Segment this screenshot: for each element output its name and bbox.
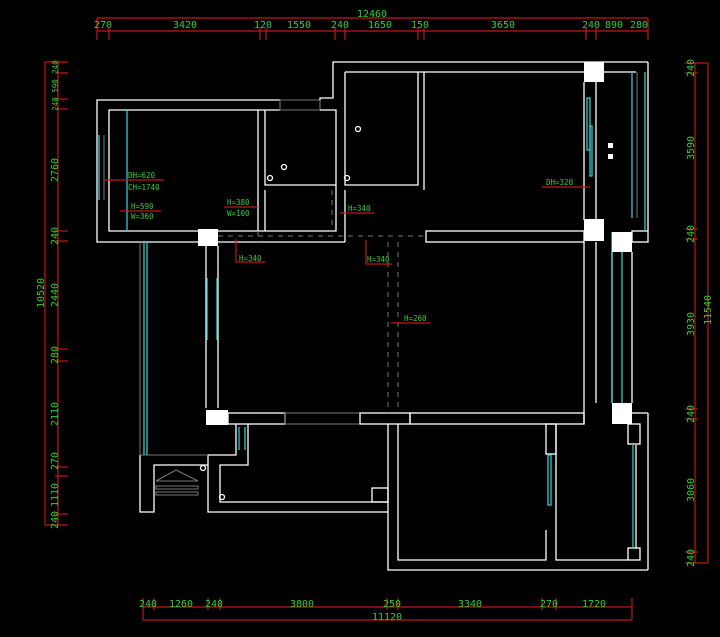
right-dimensions: 11540 240 3590 240 3930 240 3060 240	[685, 59, 714, 567]
dim-label: 1550	[287, 20, 311, 31]
dim-label: 590	[51, 79, 60, 93]
dim-label: 1260	[169, 599, 193, 610]
windows	[98, 72, 646, 548]
annotation: H=340	[348, 204, 371, 213]
dim-top-total: 12460	[357, 9, 387, 20]
annotation: CH=1740	[128, 183, 160, 192]
dim-label: 3930	[686, 312, 697, 336]
dim-label: 240	[51, 60, 60, 74]
dim-label: 280	[50, 346, 61, 364]
columns	[198, 62, 632, 425]
dim-label: 890	[605, 20, 623, 31]
dim-label: 2440	[50, 283, 61, 307]
dim-label: 3800	[290, 599, 314, 610]
top-dimensions: 12460 270 3420 120 1550 240 1650 150 365…	[94, 9, 649, 40]
dim-label: 250	[383, 599, 401, 610]
dim-label: 2110	[50, 402, 61, 426]
annotation: W=360	[131, 212, 154, 221]
annotation: DH=620	[128, 171, 156, 180]
dim-label: 240	[582, 20, 600, 31]
dim-label: 3420	[173, 20, 197, 31]
dim-right-total: 11540	[703, 295, 714, 325]
annotation: H=340	[367, 255, 390, 264]
dim-label: 240	[686, 59, 697, 77]
dim-label: 3590	[686, 136, 697, 160]
annotation: H=260	[404, 314, 427, 323]
dim-label: 240	[139, 599, 157, 610]
annotations: DH=620 CH=1740 H=590 W=360 H=380 W=100 H…	[103, 171, 590, 324]
annotation: H=380	[227, 198, 250, 207]
dim-left-total: 10520	[36, 278, 47, 308]
dim-label: 240	[51, 97, 60, 111]
annotation: H=340	[239, 254, 262, 263]
left-dimensions: 10520 240 590 240 2760 240 2440 280 2110…	[36, 60, 68, 529]
dim-label: 3060	[686, 478, 697, 502]
annotation: DH=320	[546, 178, 574, 187]
dim-label: 240	[686, 225, 697, 243]
annotation: W=100	[227, 209, 250, 218]
dim-label: 2760	[50, 158, 61, 182]
dim-label: 240	[686, 405, 697, 423]
dim-label: 1720	[582, 599, 606, 610]
dim-label: 3340	[458, 599, 482, 610]
dim-label: 1650	[368, 20, 392, 31]
dim-label: 240	[205, 599, 223, 610]
annotation: H=590	[131, 202, 154, 211]
dim-label: 240	[50, 511, 61, 529]
dim-label: 120	[254, 20, 272, 31]
dim-label: 240	[686, 549, 697, 567]
dim-label: 270	[50, 452, 61, 470]
dim-label: 150	[411, 20, 429, 31]
dim-label: 3650	[491, 20, 515, 31]
dim-label: 270	[94, 20, 112, 31]
dim-label: 280	[630, 20, 648, 31]
fixtures	[199, 125, 613, 501]
dim-label: 240	[50, 227, 61, 245]
dim-bottom-total: 11120	[372, 612, 402, 623]
dim-label: 270	[540, 599, 558, 610]
bottom-dimensions: 240 1260 240 3800 250 3340 270 1720 1112…	[139, 598, 633, 623]
dim-label: 1110	[50, 483, 61, 507]
walls	[96, 61, 649, 571]
dim-label: 240	[331, 20, 349, 31]
